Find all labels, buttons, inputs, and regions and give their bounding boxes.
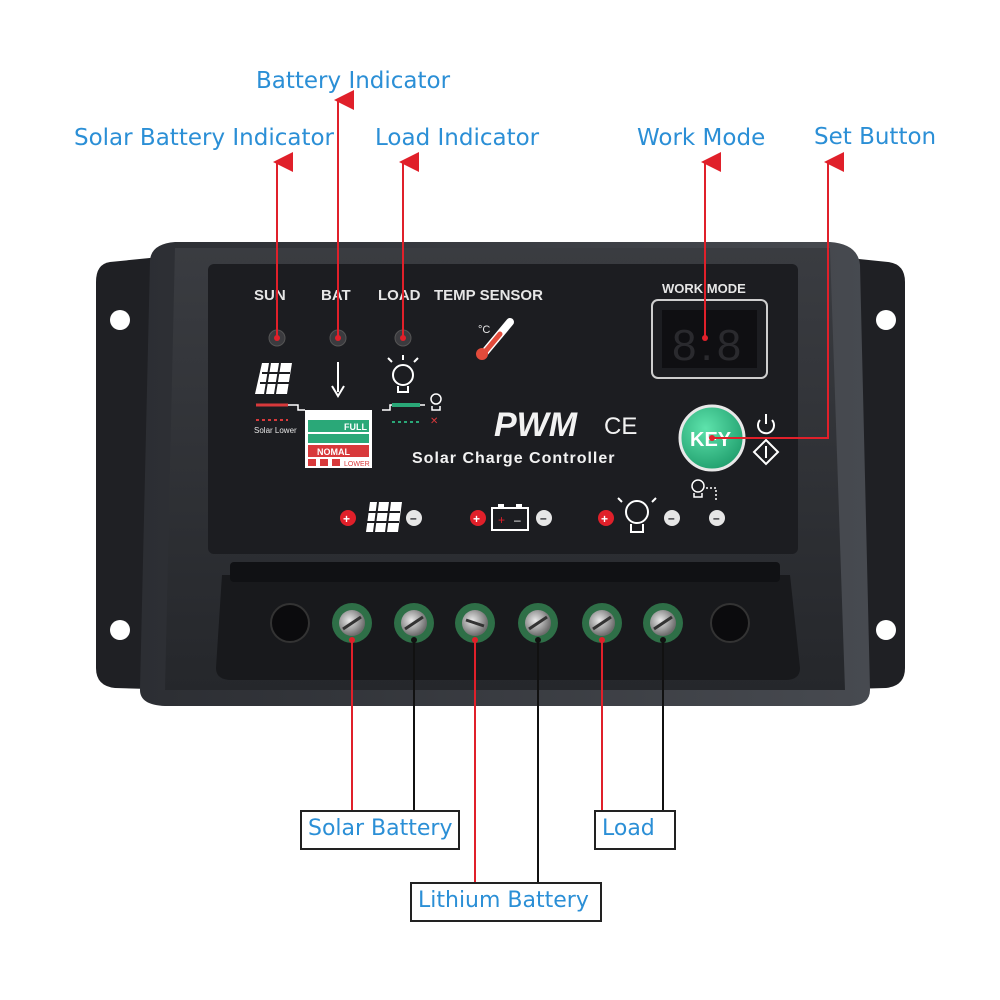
svg-text:–: –: [713, 511, 720, 525]
solar-lower-label: Solar Lower: [254, 426, 297, 435]
terminal-holes: [270, 603, 750, 643]
blank-hole-left: [270, 603, 310, 643]
work-mode-display-value: 8.8: [672, 321, 745, 370]
work-mode-display: [662, 310, 757, 368]
load-label: LOAD: [378, 287, 421, 304]
terminal-screw-2[interactable]: [394, 603, 434, 643]
lithium-battery-label-box: Lithium Battery: [410, 882, 602, 922]
terminal-screw-5[interactable]: [582, 603, 622, 643]
aux-bulb-icon: [691, 479, 717, 500]
svg-text:–: –: [668, 511, 675, 525]
wiring-schematic: Solar Lower ✕: [254, 393, 442, 435]
ce-mark: CE: [604, 413, 637, 440]
set-button-callout: Set Button: [814, 124, 937, 150]
svg-text:✕: ✕: [430, 416, 438, 427]
svg-text:+: +: [601, 512, 608, 526]
sun-label: SUN: [254, 287, 286, 304]
set-button-line: [712, 152, 844, 439]
bulb-icon: [387, 355, 419, 393]
bat-label: BAT: [321, 287, 351, 304]
terminal-screw-1[interactable]: [332, 603, 372, 643]
full-label: FULL: [344, 422, 367, 432]
mode-diamond-icon: [752, 438, 780, 466]
full-level-bar: [308, 420, 369, 432]
battery-indicator-callout: Battery Indicator: [256, 68, 451, 94]
work-mode-display-frame: [651, 299, 768, 379]
svg-text:–: –: [410, 511, 417, 525]
solar-battery-indicator-callout: Solar Battery Indicator: [74, 125, 334, 151]
battery-level-graphic: FULL NOMAL LOWER: [305, 410, 372, 468]
svg-text:–: –: [514, 513, 521, 527]
terminal-screw-4[interactable]: [518, 603, 558, 643]
lower-label: LOWER: [344, 461, 370, 468]
product-name: Solar Charge Controller: [412, 450, 615, 467]
power-icon: [757, 414, 775, 435]
svg-text:+: +: [498, 513, 505, 527]
svg-text:+: +: [343, 512, 350, 526]
temp-sensor-label: TEMP SENSOR: [434, 287, 543, 304]
celsius-mark: °C: [478, 324, 490, 336]
front-panel: [208, 264, 798, 554]
bottom-callout-lines: [351, 640, 664, 884]
nomal-label: NOMAL: [317, 447, 350, 457]
svg-text:–: –: [540, 511, 547, 525]
terminal-block: [216, 575, 800, 680]
work-mode-callout: Work Mode: [637, 125, 766, 151]
load-indicator-callout: Load Indicator: [375, 125, 540, 151]
solar-battery-label-box: Solar Battery: [300, 810, 460, 850]
terminal-screw-6[interactable]: [643, 603, 683, 643]
top-callout-lines: [273, 90, 844, 439]
load-label-box: Load: [594, 810, 676, 850]
thermometer-icon: °C: [476, 318, 514, 360]
solar-panel-icon: [255, 362, 292, 395]
blank-hole-right: [710, 603, 750, 643]
svg-text:+: +: [473, 512, 480, 526]
terminal-polarity-row: + – + + – – + – –: [340, 497, 725, 533]
terminal-screw-3[interactable]: [455, 603, 495, 643]
nomal-level-bar: [308, 445, 369, 457]
brand-pwm: PWM: [494, 406, 578, 444]
